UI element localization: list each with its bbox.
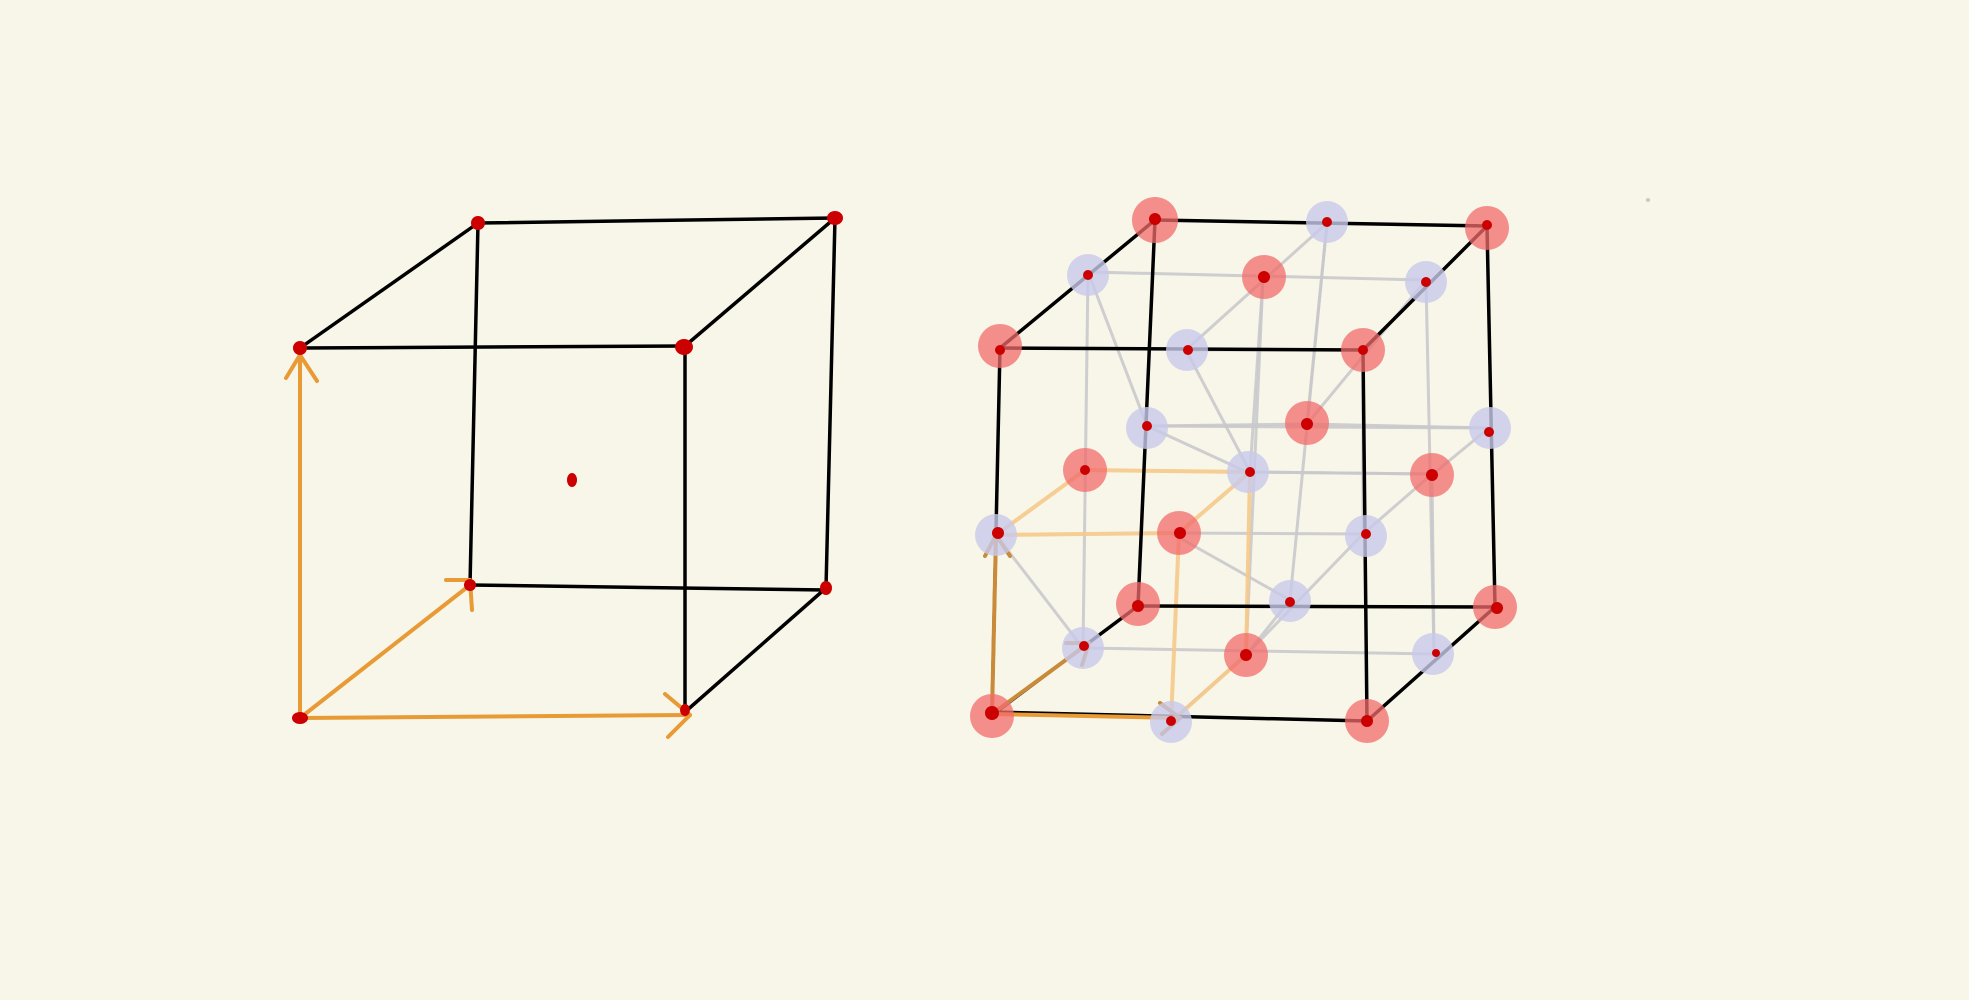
cube-edge <box>468 221 480 587</box>
sub-cell-edge <box>1244 470 1252 657</box>
lattice-point <box>1142 421 1152 431</box>
lattice-point <box>827 211 843 225</box>
rock-salt-2x2x2-lattice <box>970 197 1517 743</box>
cube-edge <box>824 216 837 590</box>
grid-line <box>1305 221 1329 426</box>
sub-cell-edge <box>1169 531 1181 724</box>
lattice-point <box>1482 220 1492 230</box>
cube-edge <box>683 216 837 348</box>
grid-line <box>1430 472 1436 656</box>
lattice-point <box>1322 217 1332 227</box>
lattice-point <box>995 345 1005 355</box>
lattice-point <box>1432 649 1440 657</box>
lattice-point <box>1426 469 1438 481</box>
lattice-points <box>292 211 843 724</box>
sub-cell-edge <box>1083 468 1252 474</box>
lattice-point <box>1132 600 1144 612</box>
grid-line <box>1184 348 1252 474</box>
lattice-point <box>1183 345 1193 355</box>
cube-edge <box>1136 604 1497 609</box>
stray-mark <box>1646 198 1650 202</box>
lattice-point <box>567 473 577 487</box>
lattice-point <box>820 581 832 595</box>
lattice-point <box>1491 602 1503 614</box>
lattice-point <box>1240 649 1252 661</box>
grid-line <box>1305 422 1492 430</box>
lattice-point <box>1301 418 1313 430</box>
basis-vector-right <box>990 712 1182 720</box>
cube-edge <box>468 583 828 592</box>
lattice-point <box>471 216 485 230</box>
lattice-point <box>1358 345 1368 355</box>
lattice-point <box>1174 527 1186 539</box>
grid-line <box>1248 470 1434 476</box>
sub-cell-edge <box>994 531 1181 537</box>
lattice-point <box>293 341 307 355</box>
lattice-point <box>1166 716 1176 726</box>
lattice-points <box>985 213 1503 727</box>
arrowhead-icon <box>663 692 692 739</box>
cube-edges <box>298 216 837 714</box>
lattice-point <box>1080 465 1090 475</box>
cube-edge <box>476 216 837 225</box>
lattice-point <box>1361 715 1373 727</box>
cube-edge <box>298 221 480 350</box>
lattice-point <box>1149 213 1161 225</box>
basis-vectors <box>284 353 692 739</box>
primitive-cubic-cell <box>284 211 843 739</box>
lattice-point <box>1258 271 1270 283</box>
lattice-point <box>1245 467 1255 477</box>
lattice-point <box>1083 270 1093 280</box>
basis-vector-right <box>298 713 692 720</box>
grid-line <box>1145 422 1309 428</box>
lattice-point <box>1421 277 1431 287</box>
basis-vector-up <box>990 533 998 716</box>
lattice-point <box>992 527 1004 539</box>
lattice-point <box>1484 427 1494 437</box>
cube-edge <box>298 344 687 350</box>
lattice-point <box>1361 529 1371 539</box>
lattice-point <box>1079 641 1089 651</box>
lattice-point <box>680 704 690 716</box>
lattice-point <box>1285 597 1295 607</box>
cube-edge <box>683 586 828 714</box>
grid-line <box>1248 276 1265 474</box>
basis-vector-depth <box>298 583 472 720</box>
grid-line <box>1169 531 1365 536</box>
lattice-point <box>464 579 476 591</box>
lattice-point <box>292 712 308 724</box>
lattice-point <box>675 339 693 355</box>
lattice-point <box>985 706 999 720</box>
